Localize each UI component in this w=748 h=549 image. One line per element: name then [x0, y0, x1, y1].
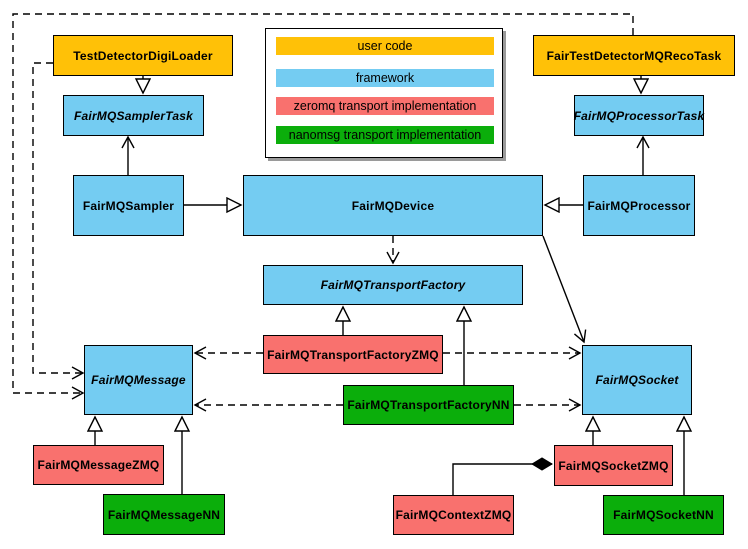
node-fairmqmessagenn: FairMQMessageNN	[103, 494, 225, 535]
node-fairmqsocket: FairMQSocket	[582, 345, 692, 415]
legend-item-nanomsg: nanomsg transport implementation	[276, 126, 494, 144]
node-fairtestdetectormqrecotask: FairTestDetectorMQRecoTask	[533, 35, 735, 76]
legend-item-user-code: user code	[276, 37, 494, 55]
legend-item-zeromq: zeromq transport implementation	[276, 97, 494, 115]
node-fairmqtransportfactoryzmq: FairMQTransportFactoryZMQ	[263, 335, 443, 374]
legend-item-framework: framework	[276, 69, 494, 87]
edge-contextzmq-socketzmq	[452, 457, 553, 495]
node-fairmqprocessor: FairMQProcessor	[583, 175, 695, 236]
node-fairmqprocessortask: FairMQProcessorTask	[574, 95, 704, 136]
legend: user code framework zeromq transport imp…	[265, 28, 503, 158]
node-fairmqtransportfactorynn: FairMQTransportFactoryNN	[343, 385, 514, 425]
node-fairmqsocketnn: FairMQSocketNN	[603, 495, 724, 535]
node-fairmqsamplertask: FairMQSamplerTask	[63, 95, 204, 136]
edge-recotask-message	[12, 13, 634, 400]
node-fairmqdevice: FairMQDevice	[243, 175, 543, 236]
edge-digiloader-message	[32, 62, 85, 380]
node-fairmqsocketzmq: FairMQSocketZMQ	[554, 445, 673, 486]
node-fairmqmessage: FairMQMessage	[84, 345, 193, 415]
node-fairmqsampler: FairMQSampler	[73, 175, 184, 236]
node-fairmqtransportfactory: FairMQTransportFactory	[263, 265, 523, 305]
node-fairmqmessagezmq: FairMQMessageZMQ	[33, 445, 164, 485]
node-fairmqcontextzmq: FairMQContextZMQ	[393, 495, 514, 535]
node-testdetectordigiloader: TestDetectorDigiLoader	[53, 35, 233, 76]
edge-device-socket	[542, 235, 587, 344]
